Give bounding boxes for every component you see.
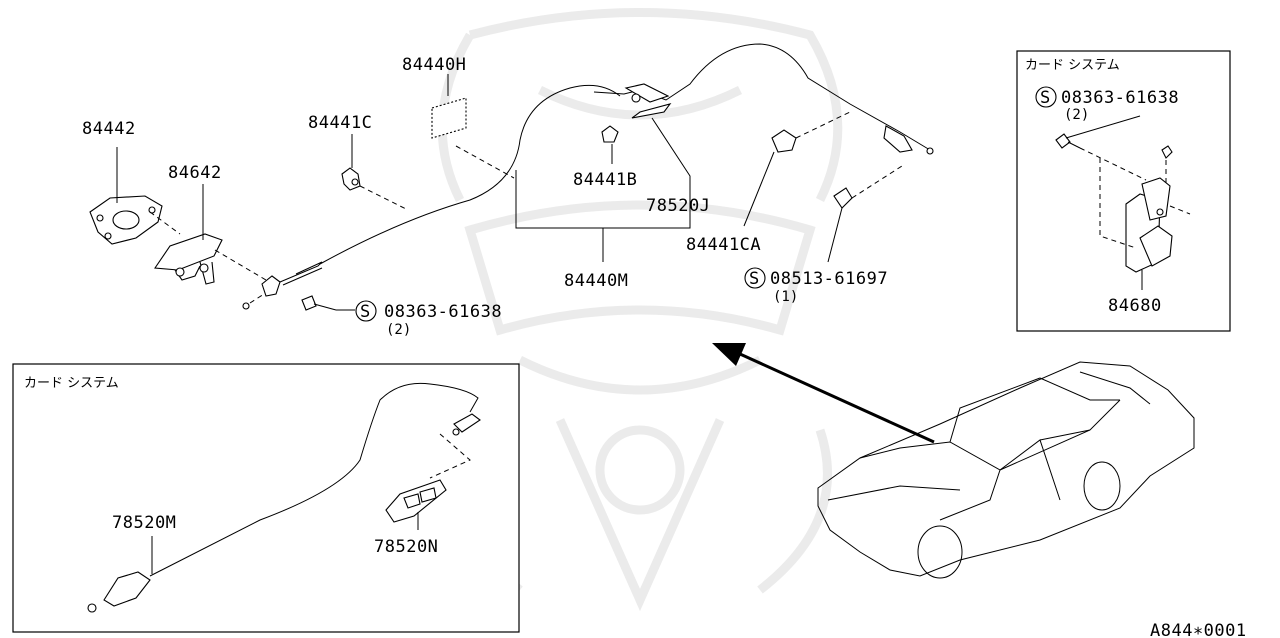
label-84441B: 84441B	[573, 170, 637, 190]
part-84440H	[431, 97, 467, 139]
label-84442: 84442	[82, 119, 136, 139]
part-84642	[154, 233, 223, 285]
part-84442	[89, 195, 163, 245]
label-84441CA: 84441CA	[686, 235, 761, 255]
label-78520N: 78520N	[374, 537, 438, 557]
location-arrow	[712, 343, 935, 444]
label-84441C: 84441C	[308, 113, 372, 133]
label-08363-box: 08363-61638	[1061, 88, 1179, 108]
bolt-08513	[833, 187, 853, 209]
qty-08363-main: (2)	[386, 322, 411, 338]
label-78520M: 78520M	[112, 513, 176, 533]
standard-part-symbol-2: S	[749, 269, 760, 289]
qty-08363-box: (2)	[1064, 107, 1089, 123]
standard-part-symbol-3: S	[1040, 88, 1051, 108]
part-84680	[1125, 145, 1173, 273]
lever-end	[242, 275, 281, 310]
qty-08513-61697: (1)	[773, 289, 798, 305]
part-78520M	[87, 571, 151, 613]
part-84441C	[341, 167, 361, 191]
part-78520N	[385, 479, 447, 523]
upper-cable	[593, 43, 934, 155]
label-08363-main: 08363-61638	[384, 302, 502, 322]
bolt-08363-main: S	[301, 295, 377, 322]
vehicle-outline	[817, 361, 1195, 579]
diagram-code: A844∗0001	[1150, 621, 1247, 638]
label-84440H: 84440H	[402, 55, 466, 75]
inset-left-title: カード システム	[24, 376, 119, 391]
main-cable	[279, 84, 621, 286]
label-78520J: 78520J	[646, 196, 710, 216]
inset-right-title: カード システム	[1025, 58, 1120, 73]
label-08513-61697: 08513-61697	[770, 269, 888, 289]
label-84440M: 84440M	[564, 271, 628, 291]
inset-cable	[149, 382, 481, 577]
part-84441B	[601, 125, 619, 143]
part-84441CA	[771, 129, 797, 153]
label-84680: 84680	[1108, 296, 1162, 316]
label-84642: 84642	[168, 163, 222, 183]
standard-part-symbol: S	[360, 302, 371, 322]
inset-left-box	[12, 363, 520, 633]
